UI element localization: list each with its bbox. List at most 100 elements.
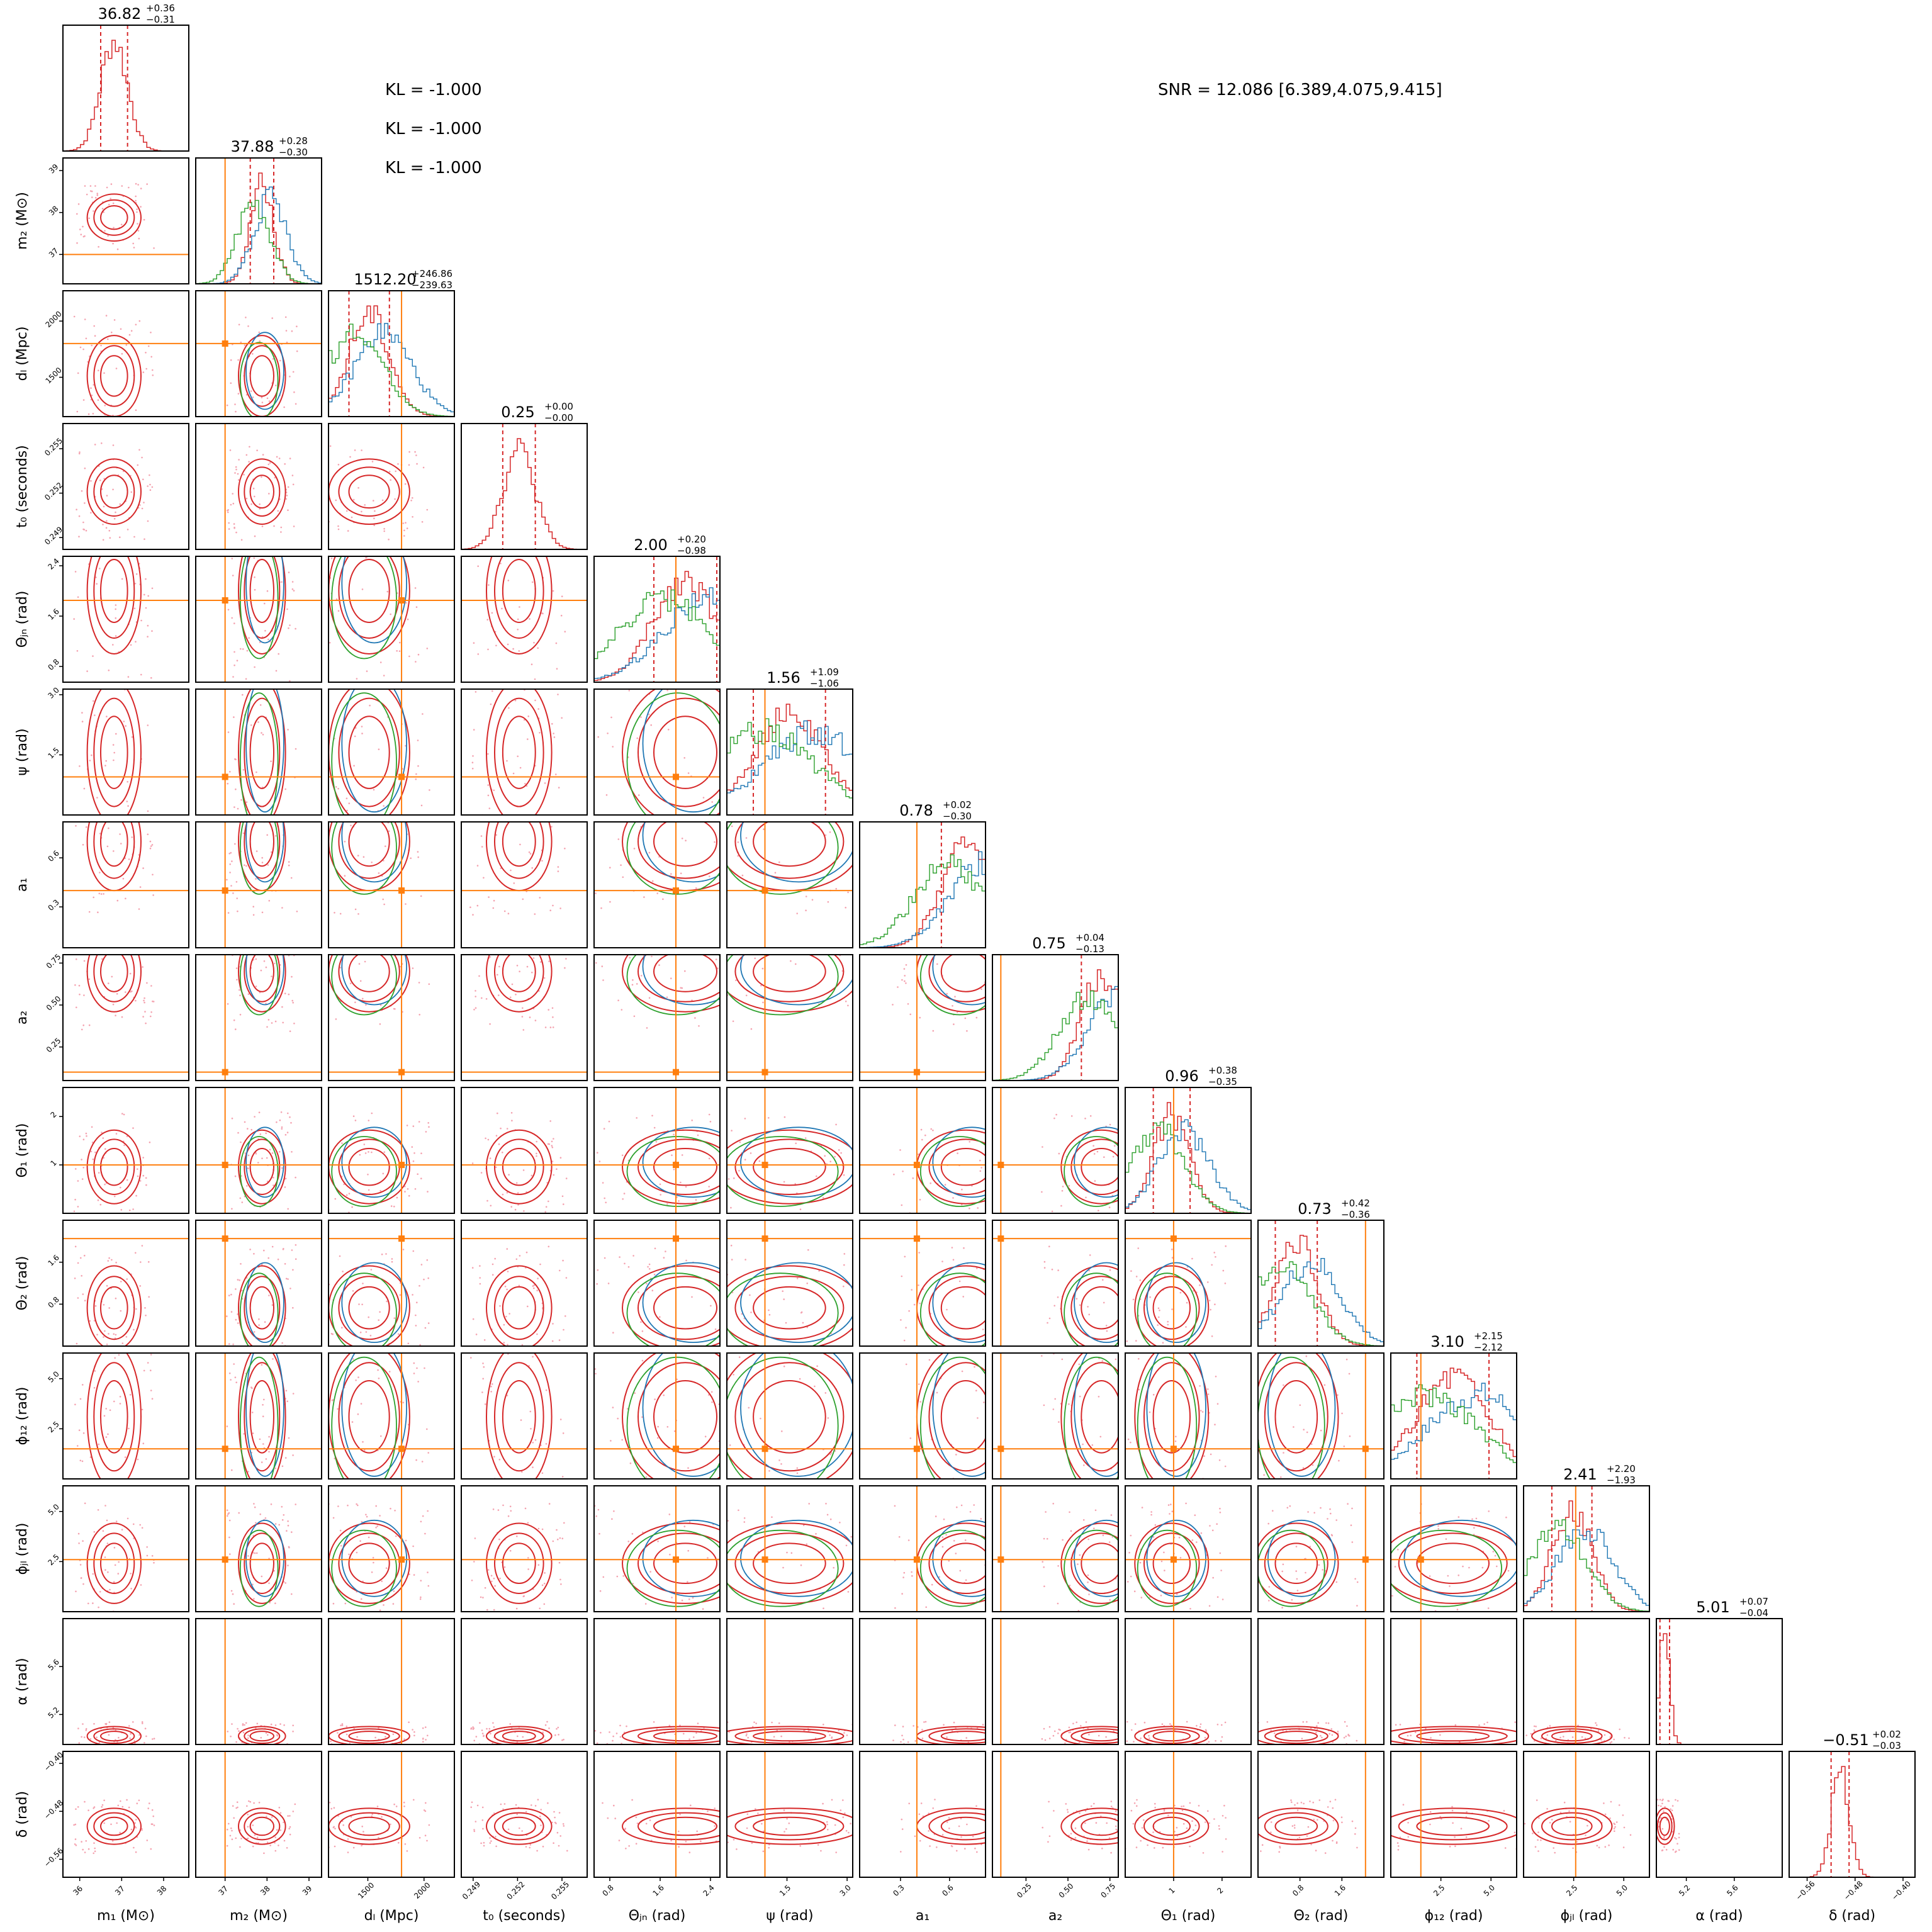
- sample-point-10-9: [1234, 1470, 1236, 1472]
- sample-point-9-8: [1119, 1354, 1121, 1356]
- sample-point-10-4: [610, 1440, 612, 1442]
- sample-point-11-0: [82, 1540, 84, 1542]
- sample-point-4-3: [500, 563, 502, 564]
- panel-frame-8-3: [461, 1087, 588, 1214]
- sample-point-10-7: [1153, 1381, 1155, 1383]
- sample-point-9-8: [1162, 1342, 1164, 1344]
- sample-point-4-2: [336, 520, 338, 522]
- sample-point-8-0: [90, 1215, 92, 1217]
- histogram-panel-2: 1512.20+246.86−239.63: [328, 268, 455, 417]
- sample-point-7-1: [236, 979, 238, 981]
- sample-point-7-5: [810, 948, 812, 950]
- sample-point-7-5: [845, 1000, 847, 1003]
- histogram-blue-6: [860, 851, 986, 948]
- sample-point-8-0: [86, 1135, 87, 1137]
- sample-point-10-6: [904, 1502, 906, 1503]
- summary-plus-8: +0.38: [1208, 1065, 1237, 1076]
- ytick-label-10-0: 2.5: [46, 1420, 60, 1434]
- sample-point-6-4: [695, 887, 697, 889]
- sample-point-9-1: [271, 1304, 274, 1306]
- sample-point-8-3: [495, 1135, 498, 1137]
- sample-point-10-7: [1160, 1380, 1162, 1382]
- histogram-panel-1: 37.88+0.28−0.30: [195, 135, 322, 284]
- sample-point-7-2: [351, 952, 353, 954]
- sample-point-5-2: [316, 781, 318, 783]
- truth-marker-6-1: [222, 887, 228, 894]
- sample-point-4-1: [278, 653, 279, 655]
- contour-red-12-3-2: [486, 1726, 553, 1744]
- sample-point-7-3: [564, 967, 566, 969]
- sample-point-9-5: [843, 1285, 845, 1288]
- sample-point-7-5: [705, 1025, 707, 1026]
- sample-point-10-2: [374, 1514, 376, 1515]
- sample-point-6-4: [619, 819, 621, 821]
- sample-point-6-5: [745, 837, 748, 839]
- sample-point-10-3: [493, 1456, 495, 1457]
- sample-point-11-0: [117, 1573, 120, 1575]
- sample-point-10-7: [1054, 1398, 1056, 1400]
- sample-point-11-9: [1350, 1524, 1352, 1526]
- sample-point-4-3: [543, 524, 545, 525]
- contour-red-8-3-0: [502, 1148, 536, 1186]
- sample-point-11-9: [1295, 1546, 1298, 1547]
- sample-point-5-1: [273, 677, 275, 678]
- sample-point-11-10: [1356, 1566, 1358, 1568]
- sample-point-4-1: [227, 609, 230, 611]
- sample-point-4-0: [92, 655, 94, 657]
- sample-point-10-6: [989, 1444, 991, 1446]
- sample-point-10-1: [226, 1425, 228, 1427]
- sample-point-10-1: [285, 1390, 288, 1392]
- sample-point-8-3: [547, 1143, 549, 1145]
- ylabel-6: a₁: [14, 878, 30, 892]
- sample-point-4-3: [501, 607, 503, 610]
- histogram-green-7: [992, 991, 1118, 1081]
- sample-point-7-4: [684, 970, 686, 972]
- sample-point-5-3: [491, 690, 493, 692]
- sample-point-11-3: [507, 1515, 510, 1517]
- sample-point-11-8: [1160, 1560, 1163, 1563]
- sample-point-1-0: [96, 193, 98, 194]
- sample-point-11-7: [1057, 1565, 1059, 1567]
- sample-point-9-4: [753, 1341, 755, 1343]
- sample-point-10-8: [1218, 1459, 1221, 1461]
- sample-point-8-7: [1060, 1205, 1062, 1207]
- sample-point-6-5: [680, 782, 682, 784]
- histogram-red-0: [63, 40, 189, 151]
- sample-point-5-0: [147, 810, 149, 812]
- sample-point-11-4: [727, 1568, 729, 1570]
- sample-point-8-3: [541, 1217, 543, 1219]
- sample-point-5-1: [227, 782, 229, 785]
- sample-point-10-2: [337, 1408, 339, 1410]
- contour-red-7-0-1: [93, 955, 135, 1003]
- sample-point-12-3: [472, 1726, 474, 1728]
- sample-point-8-7: [1123, 1210, 1125, 1211]
- ytick-label-8-1: 2: [49, 1110, 59, 1120]
- truth-marker-11-7: [997, 1556, 1004, 1563]
- sample-point-7-2: [412, 967, 414, 969]
- sample-point-1-0: [98, 245, 99, 248]
- sample-point-8-7: [1089, 1115, 1092, 1117]
- sample-point-4-0: [115, 635, 117, 637]
- sample-point-3-2: [381, 499, 384, 502]
- sample-point-11-6: [1009, 1576, 1011, 1578]
- sample-point-11-3: [509, 1550, 512, 1552]
- sample-point-3-0: [141, 507, 143, 510]
- sample-point-9-0: [81, 1275, 82, 1277]
- sample-point-10-8: [1203, 1455, 1205, 1457]
- sample-point-2-1: [291, 330, 293, 332]
- sample-point-10-6: [980, 1501, 982, 1503]
- sample-point-7-5: [735, 979, 737, 981]
- sample-point-9-0: [103, 1336, 104, 1338]
- sample-point-11-4: [683, 1525, 686, 1527]
- sample-point-2-0: [152, 374, 154, 376]
- sample-point-11-10: [1546, 1577, 1547, 1579]
- sample-point-8-4: [769, 1124, 771, 1126]
- contour-blue-9-8: [1146, 1262, 1206, 1343]
- sample-point-12-0: [77, 1727, 79, 1729]
- sample-point-9-1: [268, 1295, 270, 1296]
- sample-point-12-0: [93, 1722, 95, 1725]
- sample-point-6-4: [609, 867, 611, 868]
- sample-point-10-7: [1050, 1347, 1052, 1349]
- sample-point-9-6: [918, 1284, 919, 1286]
- sample-point-6-5: [686, 768, 688, 770]
